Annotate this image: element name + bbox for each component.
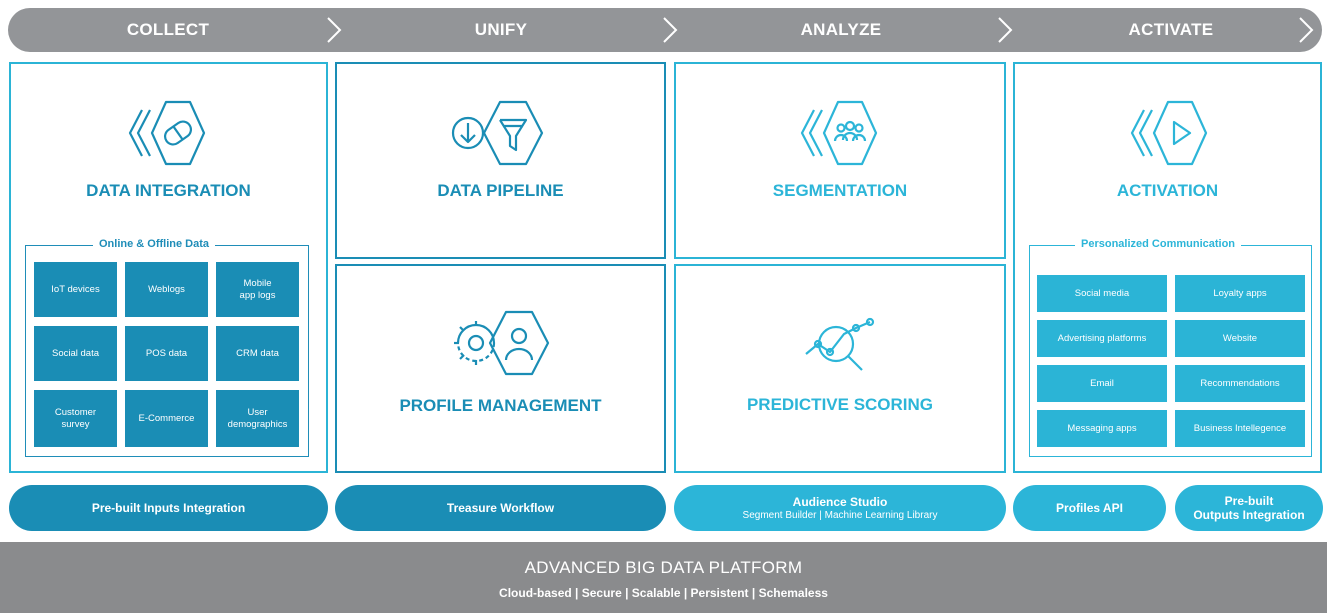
tile-pos-data: POS data [125, 326, 208, 381]
stage-analyze: ANALYZE [800, 20, 882, 39]
tile-e-commerce: E-Commerce [125, 390, 208, 447]
magnifier-chart-icon [805, 317, 875, 371]
tile-email: Email [1037, 365, 1167, 402]
data-pipeline-panel [335, 62, 666, 259]
tile-website: Website [1175, 320, 1305, 357]
chevron-right-icon [998, 17, 1013, 43]
tile-business-intelligence: Business Intellegence [1175, 410, 1305, 447]
tile-social-data: Social data [34, 326, 117, 381]
audience-studio: Audience Studio Segment Builder | Machin… [674, 485, 1006, 531]
play-hexagon-icon [1130, 100, 1208, 166]
tile-weblogs: Weblogs [125, 262, 208, 317]
tile-recommendations: Recommendations [1175, 365, 1305, 402]
capsule-hexagon-icon [128, 100, 206, 166]
tile-advertising-platforms: Advertising platforms [1037, 320, 1167, 357]
segmentation-panel [674, 62, 1006, 259]
activation-panel [1013, 62, 1322, 473]
tile-iot-devices: IoT devices [34, 262, 117, 317]
data-pipeline-title: DATA PIPELINE [437, 181, 564, 200]
chevron-right-icon [327, 17, 342, 43]
chevron-right-icon [1299, 17, 1314, 43]
treasure-workflow: Treasure Workflow [335, 485, 666, 531]
footer-title: ADVANCED BIG DATA PLATFORM [524, 558, 803, 577]
tile-loyalty-apps: Loyalty apps [1175, 275, 1305, 312]
footer-subtitle: Cloud-based | Secure | Scalable | Persis… [499, 586, 828, 600]
tile-messaging-apps: Messaging apps [1037, 410, 1167, 447]
stage-collect: COLLECT [126, 20, 210, 39]
download-funnel-icon [451, 100, 544, 166]
personalized-communication-label: Personalized Communication [1075, 238, 1242, 250]
people-group-icon [800, 100, 878, 166]
profiles-api: Profiles API [1013, 485, 1166, 531]
prebuilt-outputs-integration: Pre-built Outputs Integration [1175, 485, 1323, 531]
profile-management-title: PROFILE MANAGEMENT [399, 396, 602, 415]
profile-management-panel [335, 264, 666, 473]
platform-footer: ADVANCED BIG DATA PLATFORM Cloud-based |… [0, 542, 1327, 613]
tile-social-media: Social media [1037, 275, 1167, 312]
tile-crm-data: CRM data [216, 326, 299, 381]
data-integration-title: DATA INTEGRATION [86, 181, 251, 200]
online-offline-label: Online & Offline Data [93, 238, 216, 250]
prebuilt-inputs-integration: Pre-built Inputs Integration [9, 485, 328, 531]
stage-activate: ACTIVATE [1128, 20, 1214, 39]
stage-unify: UNIFY [474, 20, 528, 39]
predictive-scoring-panel [674, 264, 1006, 473]
chevron-right-icon [663, 17, 678, 43]
gear-user-icon [454, 310, 550, 376]
stage-bar [8, 8, 1322, 52]
activation-title: ACTIVATION [1116, 181, 1219, 200]
segmentation-title: SEGMENTATION [772, 181, 908, 200]
predictive-scoring-title: PREDICTIVE SCORING [746, 395, 934, 414]
